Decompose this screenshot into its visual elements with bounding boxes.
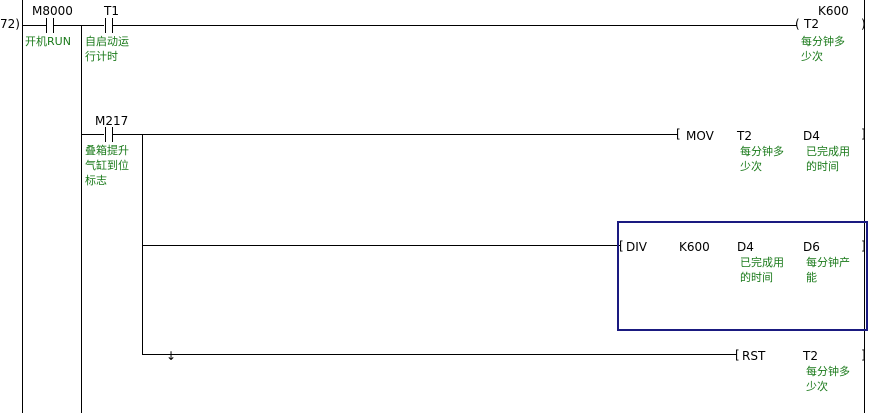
rung1-wire-left	[22, 25, 46, 26]
mov-dst: D4	[803, 129, 820, 143]
contact-m8000-left-bar	[46, 18, 47, 33]
coil-t2-device[interactable]: T2	[804, 17, 819, 31]
left-power-rail	[22, 0, 23, 413]
div-arg2-comment: 已完成用 的时间	[740, 256, 784, 284]
div-close-bracket: ]	[861, 239, 866, 253]
selection-cursor-box	[617, 221, 868, 331]
rst-dst-comment: 每分钟多 少次	[806, 365, 850, 393]
branch-vertical-sub	[142, 134, 143, 354]
coil-t2-setpoint: K600	[818, 4, 849, 18]
contact-m217-left-bar	[105, 127, 106, 142]
contact-m217-right-bar	[112, 127, 113, 142]
rst-op[interactable]: RST	[742, 349, 766, 363]
right-power-rail	[864, 0, 865, 413]
contact-m8000-right-bar	[53, 18, 54, 33]
mov-src-comment: 每分钟多 少次	[740, 145, 784, 173]
mov-close-bracket: ]	[861, 127, 866, 141]
rung2-wire-right	[113, 134, 678, 135]
mov-src: T2	[737, 129, 752, 143]
rst-close-bracket: ]	[861, 348, 866, 362]
rung1-wire-mid	[53, 25, 104, 26]
div-arg1: K600	[679, 240, 710, 254]
branch-vertical-main	[81, 25, 82, 413]
contact-t1-left-bar	[105, 18, 106, 33]
rst-dst: T2	[803, 349, 818, 363]
coil-t2-comment: 每分钟多 少次	[801, 35, 845, 63]
contact-m217-comment: 叠箱提升 气缸到位 标志	[85, 144, 129, 187]
coil-open-paren: (	[795, 17, 800, 31]
contact-t1-device: T1	[104, 4, 119, 18]
rst-open-bracket: [	[735, 348, 740, 362]
down-arrow-icon: ↓	[166, 349, 177, 363]
div-arg2: D4	[737, 240, 754, 254]
div-dst-comment: 每分钟产 能	[806, 256, 850, 284]
div-dst: D6	[803, 240, 820, 254]
rung3-wire	[142, 245, 620, 246]
rung-step-number: 72)	[0, 17, 20, 31]
coil-close-paren: )	[861, 17, 866, 31]
rung2-wire-left	[81, 134, 104, 135]
mov-open-bracket: [	[676, 127, 681, 141]
contact-t1[interactable]	[103, 17, 115, 34]
contact-t1-comment: 自启动运 行计时	[85, 35, 129, 63]
mov-op[interactable]: MOV	[686, 129, 714, 143]
contact-t1-right-bar	[112, 18, 113, 33]
contact-m217[interactable]	[103, 126, 115, 143]
contact-m8000-comment: 开机RUN	[25, 35, 71, 48]
rung4-wire	[142, 354, 737, 355]
contact-m8000[interactable]	[44, 17, 56, 34]
mov-dst-comment: 已完成用 的时间	[806, 145, 850, 173]
div-open-bracket: [	[619, 239, 624, 253]
contact-m8000-device: M8000	[32, 4, 73, 18]
div-op[interactable]: DIV	[626, 240, 647, 254]
contact-m217-device: M217	[95, 114, 129, 128]
rung1-wire-right	[113, 25, 797, 26]
rung1-wire-end	[864, 25, 865, 26]
